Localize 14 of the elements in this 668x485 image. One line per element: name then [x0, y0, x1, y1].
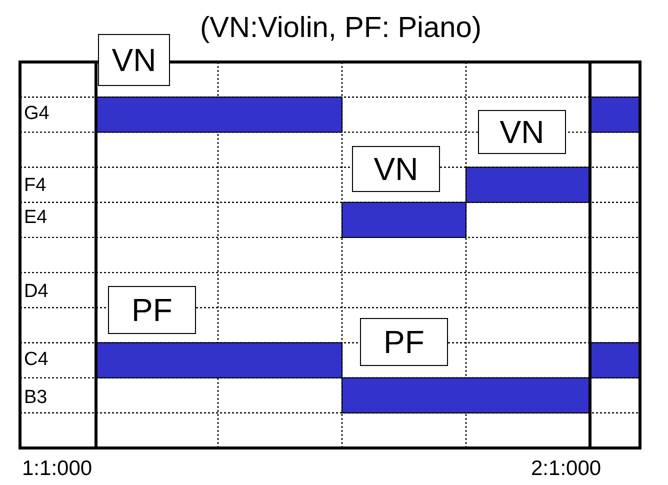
- instrument-tag: PF: [108, 286, 196, 334]
- instrument-tag: VN: [478, 110, 566, 154]
- legend-note: (VN:Violin, PF: Piano): [200, 14, 482, 43]
- instrument-tag: VN: [98, 34, 170, 86]
- pitch-label: B3: [24, 388, 48, 407]
- time-label: 2:1:000: [531, 458, 602, 479]
- time-label: 1:1:000: [22, 458, 92, 479]
- pitch-label: G4: [24, 104, 50, 123]
- pitch-label: F4: [24, 176, 46, 195]
- instrument-tag: VN: [352, 146, 440, 192]
- instrument-tag: PF: [360, 318, 448, 366]
- pitch-label: D4: [24, 282, 48, 301]
- pitch-label: E4: [24, 208, 48, 227]
- pitch-label: C4: [24, 350, 48, 369]
